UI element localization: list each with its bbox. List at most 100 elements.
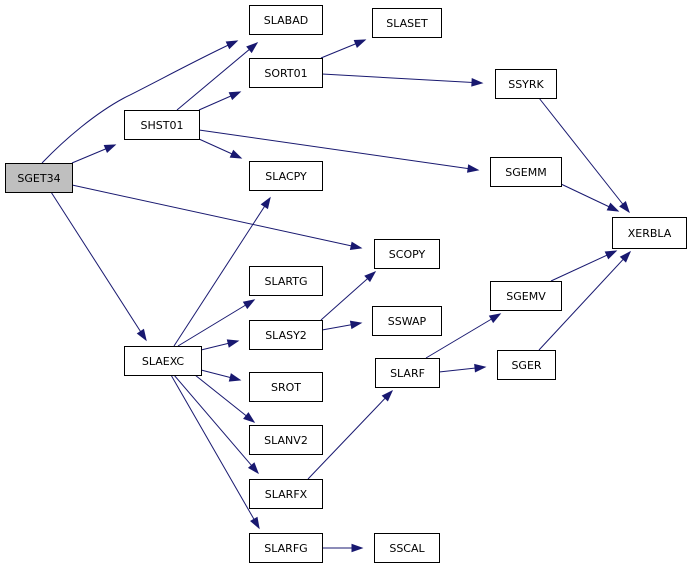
edge-arrowhead (103, 144, 117, 154)
edge-arrowhead (228, 373, 242, 382)
edge-line (307, 390, 393, 480)
edge-arrowhead (381, 389, 394, 402)
edge-ssyrk-to-xerbla (538, 97, 630, 214)
edge-shst01-to-slabad (176, 42, 259, 111)
node-label: SLARFX (265, 488, 308, 501)
edge-arrowhead (246, 42, 259, 54)
node-label: SHST01 (141, 119, 184, 132)
node-box (497, 350, 556, 380)
edge-line (321, 73, 483, 84)
edge-arrowhead (228, 91, 242, 101)
node-box (490, 157, 562, 187)
edge-sger-to-xerbla (538, 250, 632, 351)
edge-line (71, 184, 362, 249)
node-box (372, 8, 442, 38)
node-sgemm[interactable]: SGEMM (490, 157, 562, 187)
edge-line (173, 374, 259, 474)
node-sgemv[interactable]: SGEMV (490, 281, 562, 311)
node-slanv2[interactable]: SLANV2 (249, 425, 323, 455)
edge-slaexc-to-slanv2 (194, 374, 256, 423)
edge-line (194, 374, 255, 423)
node-slaexc[interactable]: SLAEXC (124, 346, 202, 376)
node-label: SLANV2 (264, 434, 308, 447)
node-sger[interactable]: SGER (497, 350, 556, 380)
edge-line (538, 97, 630, 213)
node-slartg[interactable]: SLARTG (249, 266, 323, 296)
edge-arrowhead (488, 313, 502, 324)
node-sscal[interactable]: SSCAL (374, 533, 440, 563)
node-box (249, 5, 323, 35)
edge-arrowhead (242, 299, 256, 310)
edge-arrowhead (226, 339, 240, 348)
edge-arrowhead (260, 196, 271, 210)
node-box (249, 372, 323, 402)
node-label: SLABAD (264, 14, 308, 27)
edge-line (173, 197, 271, 347)
edge-line (177, 299, 255, 347)
node-label: SSYRK (508, 78, 544, 91)
node-box (249, 479, 323, 509)
node-label: SSCAL (389, 542, 425, 555)
edge-arrowhead (619, 201, 630, 214)
edge-line (425, 313, 501, 359)
node-slacpy[interactable]: SLACPY (249, 161, 323, 191)
edge-line (41, 40, 238, 164)
node-ssyrk[interactable]: SSYRK (495, 69, 557, 99)
node-slarfg[interactable]: SLARFG (249, 533, 323, 563)
edge-slarfx-to-slarf (307, 389, 394, 480)
node-slarf[interactable]: SLARF (375, 358, 440, 388)
node-label: SLASY2 (265, 329, 307, 342)
node-slabad[interactable]: SLABAD (249, 5, 323, 35)
edge-arrowhead (364, 271, 377, 283)
edge-slarfg-to-sscal (322, 543, 364, 553)
node-label: SSWAP (388, 315, 427, 328)
edge-shst01-to-sgemm (198, 129, 480, 173)
node-box (249, 425, 323, 455)
edge-sort01-to-slaset (320, 39, 367, 59)
node-label: SLARTG (265, 275, 308, 288)
node-slarfx[interactable]: SLARFX (249, 479, 323, 509)
edge-slaexc-to-slasy2 (200, 339, 240, 351)
node-box (374, 533, 440, 563)
edge-sgemm-to-xerbla (560, 183, 620, 212)
edge-arrowhead (471, 78, 484, 87)
node-box (5, 163, 73, 193)
edges-layer (41, 39, 632, 553)
node-label: SLAEXC (142, 355, 185, 368)
edge-line (538, 251, 631, 351)
node-sswap[interactable]: SSWAP (372, 306, 442, 336)
node-sort01[interactable]: SORT01 (249, 58, 323, 88)
node-xerbla[interactable]: XERBLA (612, 217, 687, 249)
edge-arrowhead (243, 412, 256, 423)
node-scopy[interactable]: SCOPY (374, 239, 440, 269)
node-box (249, 533, 323, 563)
edge-slaexc-to-slartg (177, 299, 256, 347)
node-label: SGEMM (505, 166, 546, 179)
edge-arrowhead (467, 164, 480, 173)
edge-arrowhead (349, 320, 363, 330)
edge-arrowhead (619, 250, 632, 263)
node-shst01[interactable]: SHST01 (124, 110, 200, 140)
node-slasy2[interactable]: SLASY2 (249, 320, 323, 350)
edge-arrowhead (247, 462, 259, 475)
edge-arrowhead (606, 202, 620, 212)
edge-sget34-to-slabad (41, 40, 239, 164)
edge-slaexc-to-slarfx (173, 374, 259, 475)
edge-line (320, 271, 376, 321)
edge-line (198, 129, 479, 171)
edge-arrowhead (136, 328, 147, 342)
node-label: SGET34 (17, 172, 60, 185)
edge-arrowhead (229, 149, 243, 159)
node-box (495, 69, 557, 99)
node-box (124, 346, 202, 376)
node-slaset[interactable]: SLASET (372, 8, 442, 38)
edge-arrowhead (353, 39, 367, 48)
edge-slaexc-to-srot (200, 369, 242, 382)
node-box (249, 58, 323, 88)
edge-slaexc-to-slarfg (170, 374, 260, 530)
node-label: SCOPY (389, 248, 426, 261)
edge-sget34-to-shst01 (71, 144, 117, 164)
node-srot[interactable]: SROT (249, 372, 323, 402)
edge-arrowhead (604, 250, 618, 260)
